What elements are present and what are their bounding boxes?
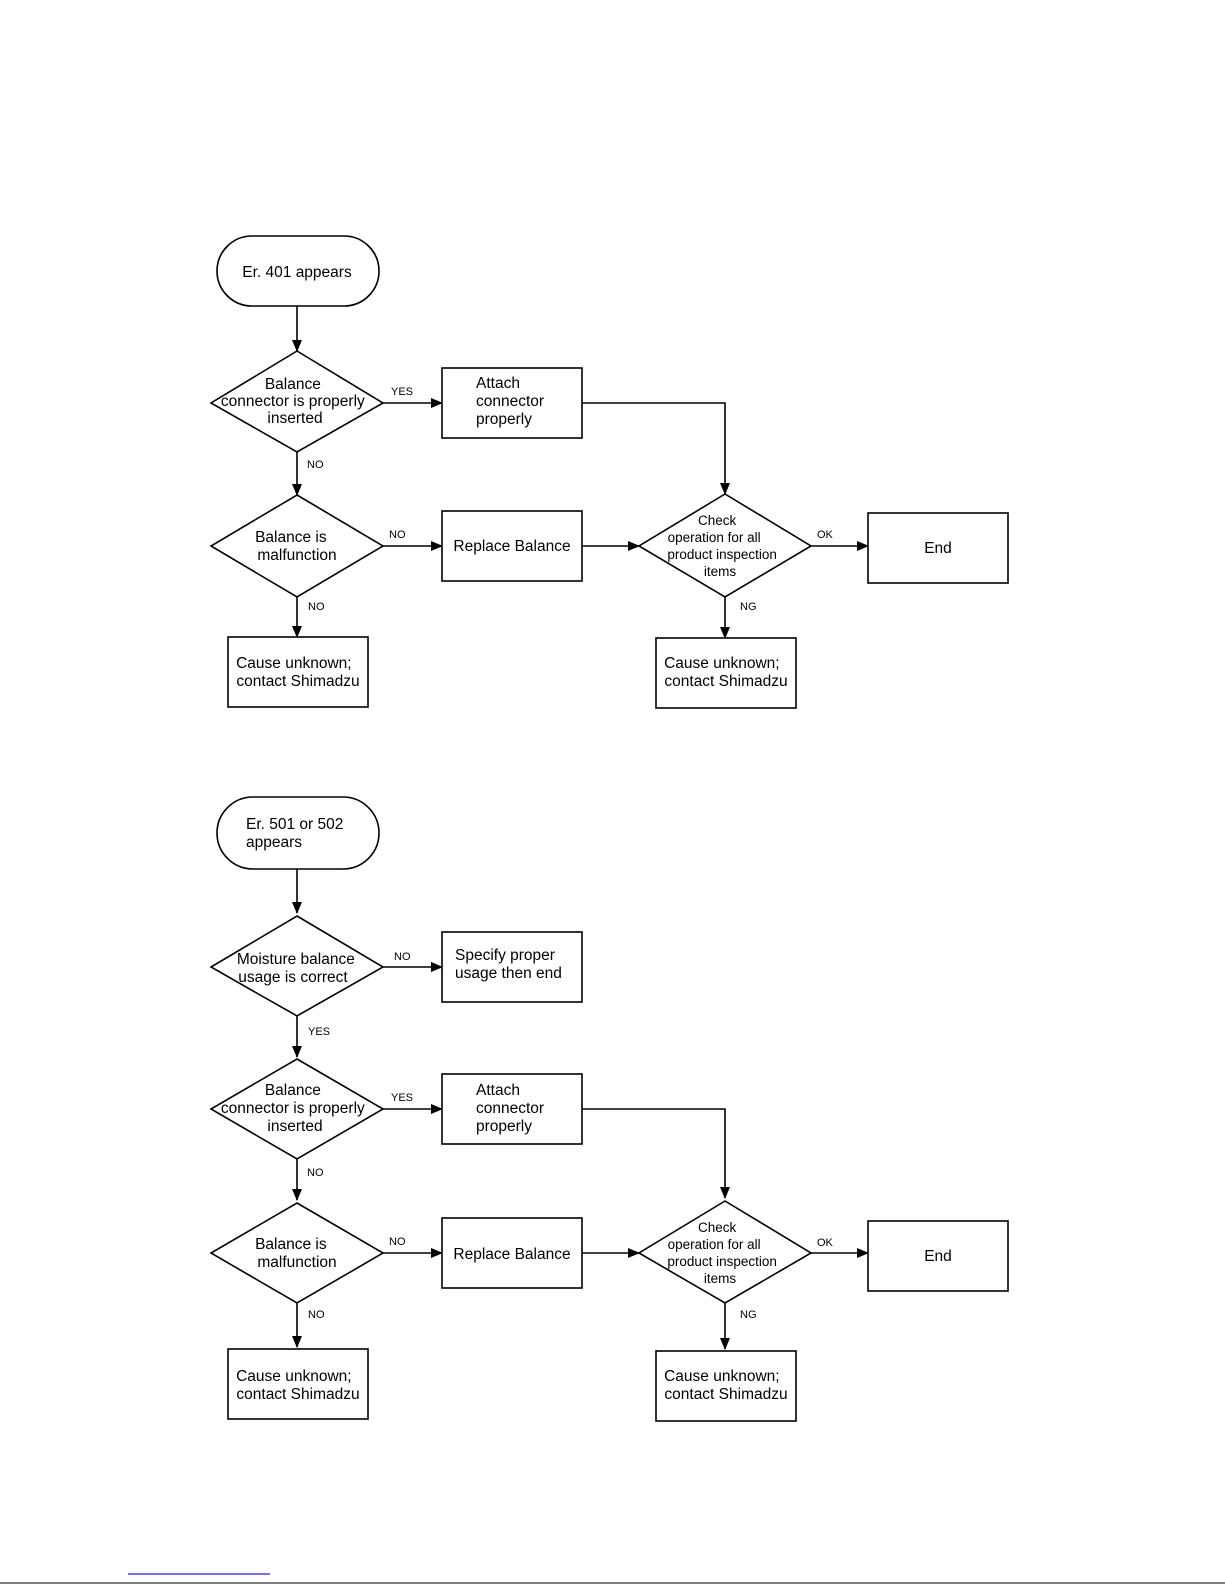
unknown-right-label: Cause unknown; contact Shimadzu xyxy=(664,655,788,690)
check-decision-label: Check operation for all product inspecti… xyxy=(667,513,780,579)
process-cause-unknown-right xyxy=(655,1350,797,1422)
decision-balance-malfunction xyxy=(209,1202,385,1304)
process-cause-unknown-left xyxy=(227,636,369,708)
decision-usage-correct xyxy=(209,915,385,1017)
replace-label: Replace Balance xyxy=(453,538,570,555)
edge-label-ng: NG xyxy=(740,601,757,613)
malfunction-decision-label: Balance is malfunction xyxy=(255,529,337,564)
flowchart-er501: Er. 501 or 502 appears Moisture balance … xyxy=(209,796,1009,1422)
process-cause-unknown-left xyxy=(227,1348,369,1420)
connector-decision-label: Balance connector is properly inserted xyxy=(221,376,369,427)
edge-label-yes: YES xyxy=(391,386,413,398)
edge-label-no: NO xyxy=(394,951,411,963)
process-replace-balance xyxy=(441,1217,583,1289)
unknown-right-label: Cause unknown; contact Shimadzu xyxy=(664,1368,788,1403)
edge-label-no: NO xyxy=(389,1236,406,1248)
flowchart-er401: Er. 401 appears Balance connector is pro… xyxy=(209,235,1009,709)
connectors-er401 xyxy=(292,306,869,639)
process-replace-balance xyxy=(441,510,583,582)
start-node-er401 xyxy=(216,235,380,307)
attach-label: Attach connector properly xyxy=(476,1082,548,1135)
check-decision-label: Check operation for all product inspecti… xyxy=(667,1220,780,1286)
unknown-left-label: Cause unknown; contact Shimadzu xyxy=(236,655,360,690)
attach-label: Attach connector properly xyxy=(476,375,548,428)
edge-label-yes: YES xyxy=(308,1026,330,1038)
replace-label: Replace Balance xyxy=(453,1246,570,1263)
process-attach-connector xyxy=(441,367,583,439)
end-label: End xyxy=(924,540,952,557)
connectors-er501 xyxy=(292,861,869,1350)
start-label: Er. 401 appears xyxy=(242,264,352,281)
decision-balance-malfunction xyxy=(209,494,385,598)
process-cause-unknown-right xyxy=(655,637,797,709)
decision-check-operation xyxy=(637,1200,813,1304)
edge-label-no: NO xyxy=(307,1167,324,1179)
edge-label-ng: NG xyxy=(740,1309,757,1321)
start-label: Er. 501 or 502 appears xyxy=(246,816,348,851)
edge-label-no: NO xyxy=(308,601,325,613)
end-label: End xyxy=(924,1248,952,1265)
terminal-end xyxy=(867,1220,1009,1292)
malfunction-decision-label: Balance is malfunction xyxy=(255,1236,337,1271)
decision-check-operation xyxy=(637,493,813,598)
terminal-end xyxy=(867,512,1009,584)
start-node-er501 xyxy=(216,796,380,870)
arrow-attach-to-check xyxy=(582,402,730,495)
decision-connector-inserted xyxy=(209,350,385,453)
process-attach-connector xyxy=(441,1073,583,1145)
edge-label-no: NO xyxy=(389,529,406,541)
unknown-left-label: Cause unknown; contact Shimadzu xyxy=(236,1368,360,1403)
arrow-attach-to-check xyxy=(582,1108,730,1199)
decision-connector-inserted xyxy=(209,1058,385,1160)
edge-label-ok: OK xyxy=(817,529,834,541)
usage-decision-label: Moisture balance usage is correct xyxy=(237,951,359,986)
connector-decision-label: Balance connector is properly inserted xyxy=(221,1082,369,1135)
process-specify-usage xyxy=(441,931,583,1003)
edge-label-yes: YES xyxy=(391,1092,413,1104)
edge-label-no: NO xyxy=(308,1309,325,1321)
edge-label-no: NO xyxy=(307,459,324,471)
specify-label: Specify proper usage then end xyxy=(455,947,562,982)
edge-label-ok: OK xyxy=(817,1237,834,1249)
